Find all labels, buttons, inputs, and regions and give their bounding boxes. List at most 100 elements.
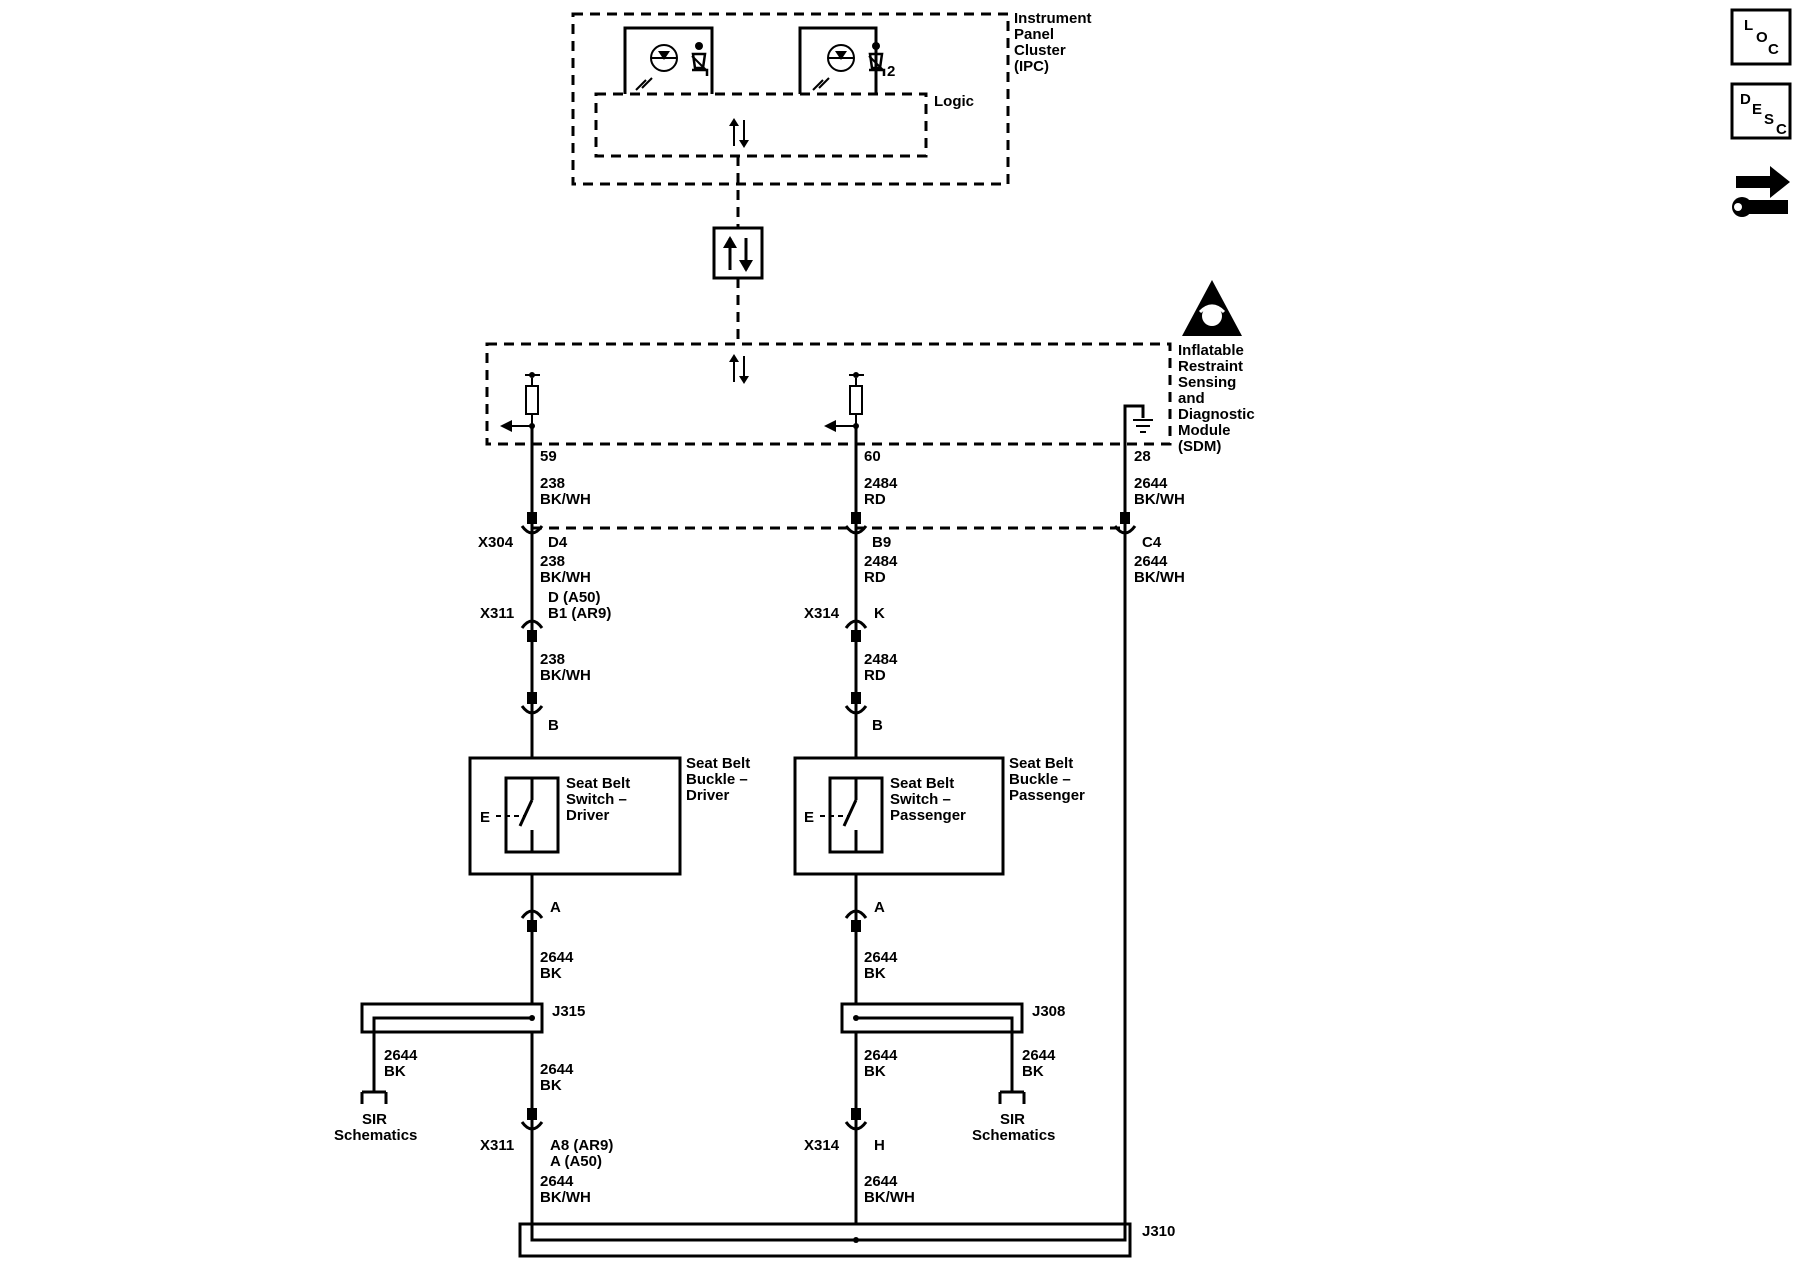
ground-wire2-color: BK/WH bbox=[1134, 569, 1185, 586]
switch-driver-label-1: Seat Belt bbox=[566, 775, 630, 792]
buckle-driver-label-1: Seat Belt bbox=[686, 755, 750, 772]
driver-pin-a: A bbox=[550, 899, 561, 916]
ipc-label-4: (IPC) bbox=[1014, 58, 1049, 75]
seatbelt-indicator-driver bbox=[623, 26, 714, 94]
buckle-passenger-label-3: Passenger bbox=[1009, 787, 1085, 804]
passenger-wire5-color: BK bbox=[864, 1063, 886, 1080]
ground-x304-pin: C4 bbox=[1142, 534, 1162, 551]
driver-wire2-color: BK/WH bbox=[540, 569, 591, 586]
connector-b-driver bbox=[520, 692, 544, 715]
loc-icon[interactable]: L O C bbox=[1730, 8, 1792, 66]
sdm-module: Inflatable Restraint Sensing and Diagnos… bbox=[485, 280, 1255, 455]
driver-wire6-color: BK/WH bbox=[540, 1189, 591, 1206]
driver-wire2-num: 238 bbox=[540, 553, 565, 570]
buckle-driver-label-3: Driver bbox=[686, 787, 730, 804]
passenger-wire6-num: 2644 bbox=[864, 1173, 898, 1190]
connector-x304-ground bbox=[1113, 512, 1137, 535]
sdm-label-2: Restraint bbox=[1178, 358, 1243, 375]
buckle-driver-label-2: Buckle – bbox=[686, 771, 748, 788]
driver-branch-color: BK bbox=[384, 1063, 406, 1080]
driver-wire1-num: 238 bbox=[540, 475, 565, 492]
passenger-pin-b: B bbox=[872, 717, 883, 734]
switch-passenger-label-1: Seat Belt bbox=[890, 775, 954, 792]
splice-j308 bbox=[840, 1002, 1026, 1104]
passenger-sdm-pin: 60 bbox=[864, 448, 881, 465]
passenger-wire1-color: RD bbox=[864, 491, 886, 508]
ipc-module: Instrument Panel Cluster (IPC) bbox=[571, 10, 1092, 186]
j308-label: J308 bbox=[1032, 1003, 1065, 1020]
switch-passenger-label-3: Passenger bbox=[890, 807, 966, 824]
driver-wire1-color: BK/WH bbox=[540, 491, 591, 508]
bidirectional-arrow-icon-sdm bbox=[729, 354, 749, 384]
connector-x311-driver bbox=[520, 619, 544, 642]
connector-x304-passenger bbox=[844, 512, 868, 535]
connector-x304-driver bbox=[520, 512, 544, 535]
sdm-label-4: and bbox=[1178, 390, 1205, 407]
loc-icon-letter-1: L bbox=[1744, 17, 1753, 34]
x311-lower-label: X311 bbox=[480, 1137, 514, 1154]
driver-wire4-color: BK bbox=[540, 965, 562, 982]
connector-x314-passenger bbox=[844, 619, 868, 642]
passenger-wire4-color: BK bbox=[864, 965, 886, 982]
passenger-wire5-num: 2644 bbox=[864, 1047, 898, 1064]
passenger-wire2-num: 2484 bbox=[864, 553, 898, 570]
desc-icon-letter-3: S bbox=[1764, 111, 1774, 128]
switch-passenger-label-2: Switch – bbox=[890, 791, 951, 808]
buckle-passenger-label-1: Seat Belt bbox=[1009, 755, 1073, 772]
serial-data-icon bbox=[712, 226, 764, 280]
passenger-wire2-color: RD bbox=[864, 569, 886, 586]
passenger-x304-pin: B9 bbox=[872, 534, 891, 551]
bidirectional-arrow-icon bbox=[729, 118, 749, 148]
j310-label: J310 bbox=[1142, 1223, 1175, 1240]
driver-wire3-num: 238 bbox=[540, 651, 565, 668]
j315-label: J315 bbox=[552, 1003, 585, 1020]
ground-wire1-num: 2644 bbox=[1134, 475, 1168, 492]
x304-label: X304 bbox=[478, 534, 514, 551]
desc-icon-letter-4: C bbox=[1776, 121, 1787, 138]
ground-wire2-num: 2644 bbox=[1134, 553, 1168, 570]
passenger-wire3-num: 2484 bbox=[864, 651, 898, 668]
indicator-2-suffix: 2 bbox=[887, 63, 895, 80]
driver-wire3-color: BK/WH bbox=[540, 667, 591, 684]
loc-icon-letter-3: C bbox=[1768, 41, 1779, 58]
sdm-ground-icon bbox=[1123, 404, 1153, 444]
buckle-passenger-label-2: Buckle – bbox=[1009, 771, 1071, 788]
ipc-label-2: Panel bbox=[1014, 26, 1054, 43]
passenger-pin-a: A bbox=[874, 899, 885, 916]
sdm-input-driver bbox=[500, 372, 540, 432]
x314-label: X314 bbox=[804, 605, 840, 622]
connector-a-driver bbox=[520, 909, 544, 932]
ground-sdm-pin: 28 bbox=[1134, 448, 1151, 465]
passenger-sir-label-2: Schematics bbox=[972, 1127, 1055, 1144]
ipc-logic-block bbox=[594, 92, 928, 158]
ipc-label-1: Instrument bbox=[1014, 10, 1092, 27]
passenger-wire1-num: 2484 bbox=[864, 475, 898, 492]
logic-label: Logic bbox=[934, 93, 974, 110]
desc-icon-letter-2: E bbox=[1752, 101, 1762, 118]
seatbelt-person-icon bbox=[691, 42, 709, 76]
desc-icon[interactable]: D E S C bbox=[1730, 82, 1792, 140]
sdm-label-1: Inflatable bbox=[1178, 342, 1244, 359]
driver-x311-pin-2: B1 (AR9) bbox=[548, 605, 611, 622]
driver-sir-label-2: Schematics bbox=[334, 1127, 417, 1144]
driver-wire6-num: 2644 bbox=[540, 1173, 574, 1190]
passenger-x314-pin: K bbox=[874, 605, 885, 622]
passenger-branch-color: BK bbox=[1022, 1063, 1044, 1080]
driver-wire4-num: 2644 bbox=[540, 949, 574, 966]
passenger-wire3-color: RD bbox=[864, 667, 886, 684]
connector-x311-lower-driver bbox=[520, 1108, 544, 1131]
sdm-label-3: Sensing bbox=[1178, 374, 1236, 391]
airbag-warning-icon bbox=[1182, 280, 1242, 336]
driver-wire5-num: 2644 bbox=[540, 1061, 574, 1078]
driver-x311-lower-pin-1: A8 (AR9) bbox=[550, 1137, 613, 1154]
driver-sdm-pin: 59 bbox=[540, 448, 557, 465]
wrench-arrow-icon[interactable] bbox=[1732, 166, 1790, 217]
passenger-sir-label-1: SIR bbox=[1000, 1111, 1025, 1128]
seatbelt-indicator-passenger: 2 bbox=[798, 26, 895, 94]
passenger-wire6-color: BK/WH bbox=[864, 1189, 915, 1206]
driver-wire5-color: BK bbox=[540, 1077, 562, 1094]
ipc-label-3: Cluster bbox=[1014, 42, 1066, 59]
switch-driver-label-2: Switch – bbox=[566, 791, 627, 808]
sdm-label-7: (SDM) bbox=[1178, 438, 1221, 455]
